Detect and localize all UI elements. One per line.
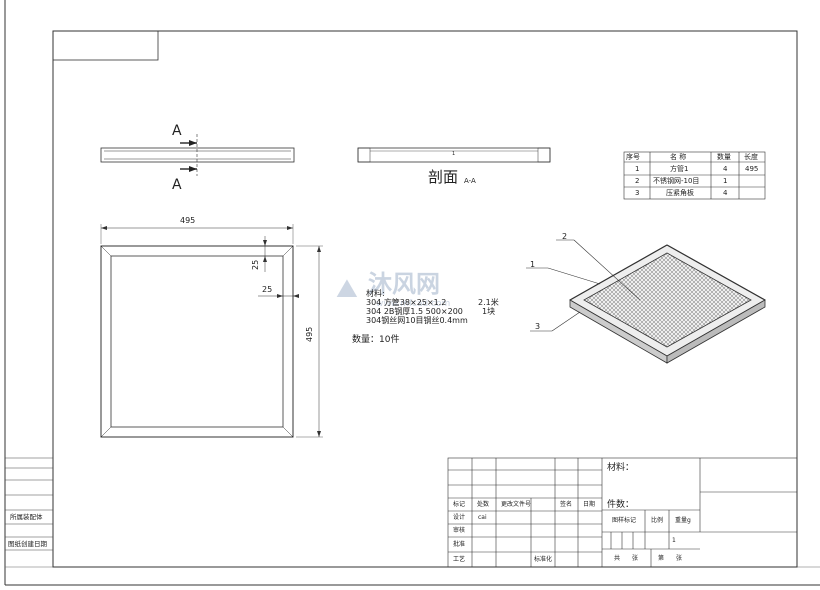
weight-label: 重量g: [675, 517, 691, 524]
bom-header-length: 长度: [744, 153, 758, 161]
bom-grid: [623, 151, 766, 200]
owner-assembly-label: 所属装配体: [10, 513, 43, 521]
drawing-date-label: 图纸创建日期: [8, 540, 47, 548]
isometric-view: [569, 244, 766, 364]
watermark-logo-icon: ⛰: [336, 274, 358, 304]
designer-label: 设计: [453, 514, 466, 521]
bom-row1-qty: 4: [723, 165, 728, 173]
material-label: 材料：: [607, 463, 635, 473]
watermark-brand: 沐风网: [368, 270, 440, 298]
sheet-number-unit: 张: [676, 555, 683, 562]
bom-row1-length: 495: [745, 165, 759, 173]
standardization-label: 标准化: [534, 556, 553, 563]
section-label-bottom: A: [172, 177, 182, 193]
tb-header-signature: 签名: [560, 501, 573, 508]
total-sheets-unit: 张: [632, 555, 639, 562]
title-block-grid: [447, 457, 798, 568]
left-strip-grid: [5, 457, 53, 551]
bom-row3-name: 压紧角板: [666, 189, 694, 197]
section-view: [357, 147, 551, 163]
materials-quantity: 数量：10件: [352, 335, 400, 345]
bom-row2-qty: 1: [723, 177, 728, 185]
inner-frame: [52, 30, 798, 568]
bom-row1-name: 方管1: [670, 165, 689, 173]
bom-header-index: 序号: [626, 153, 640, 161]
scale-value: 1: [672, 537, 676, 544]
dim-25-horizontal: 25: [262, 285, 273, 294]
total-sheets-label: 共: [614, 555, 621, 562]
leader-lines: [526, 239, 641, 332]
section-title: 剖面: [428, 168, 459, 186]
height-dimension: 495: [305, 326, 314, 342]
bom-row2-name: 不锈钢网-10目: [653, 177, 700, 185]
materials-line3: 304钢丝网10目钢丝0.4mm: [366, 316, 468, 325]
approver-label: 批准: [453, 541, 466, 548]
scale-label: 比例: [651, 517, 664, 524]
materials-line2: 304 2B钢厚1.5 500×200: [366, 307, 463, 316]
section-label-top: A: [172, 123, 182, 139]
bom-row2-index: 2: [635, 177, 640, 185]
pieces-label: 件数：: [607, 500, 635, 510]
watermark-url: www.mfcad.com: [376, 299, 451, 309]
tb-header-count: 处数: [477, 501, 490, 508]
tb-header-mark: 标记: [453, 501, 466, 508]
tb-header-date: 日期: [583, 501, 596, 508]
bom-row3-qty: 4: [723, 189, 728, 197]
front-view: [100, 224, 323, 438]
tb-header-change-doc: 更改文件号: [501, 501, 532, 508]
bom-header-qty: 数量: [717, 153, 731, 161]
dim-25-vertical: 25: [251, 259, 260, 270]
checker-label: 审核: [453, 527, 466, 534]
balloon-3: 3: [535, 322, 541, 331]
bom-row1-index: 1: [635, 165, 640, 173]
corner-box: [52, 30, 159, 61]
materials-line2-qty: 1块: [482, 307, 496, 316]
materials-heading: 材料:: [366, 289, 385, 298]
materials-line1: 304 方管38×25×1.2: [366, 298, 447, 307]
top-view: [100, 134, 295, 176]
pattern-mark-label: 图样标记: [612, 517, 637, 524]
section-title-suffix: A-A: [464, 177, 476, 185]
section-center-mark: 1: [452, 151, 456, 157]
bom-header-name: 名 称: [670, 153, 687, 161]
sheet-number-label: 第: [658, 555, 665, 562]
width-dimension: 495: [180, 216, 196, 225]
balloon-1: 1: [530, 260, 536, 269]
bom-row3-index: 3: [635, 189, 640, 197]
designer-name: cai: [478, 514, 487, 521]
balloon-2: 2: [562, 232, 568, 241]
process-label: 工艺: [453, 556, 466, 563]
materials-line1-qty: 2.1米: [478, 298, 499, 307]
